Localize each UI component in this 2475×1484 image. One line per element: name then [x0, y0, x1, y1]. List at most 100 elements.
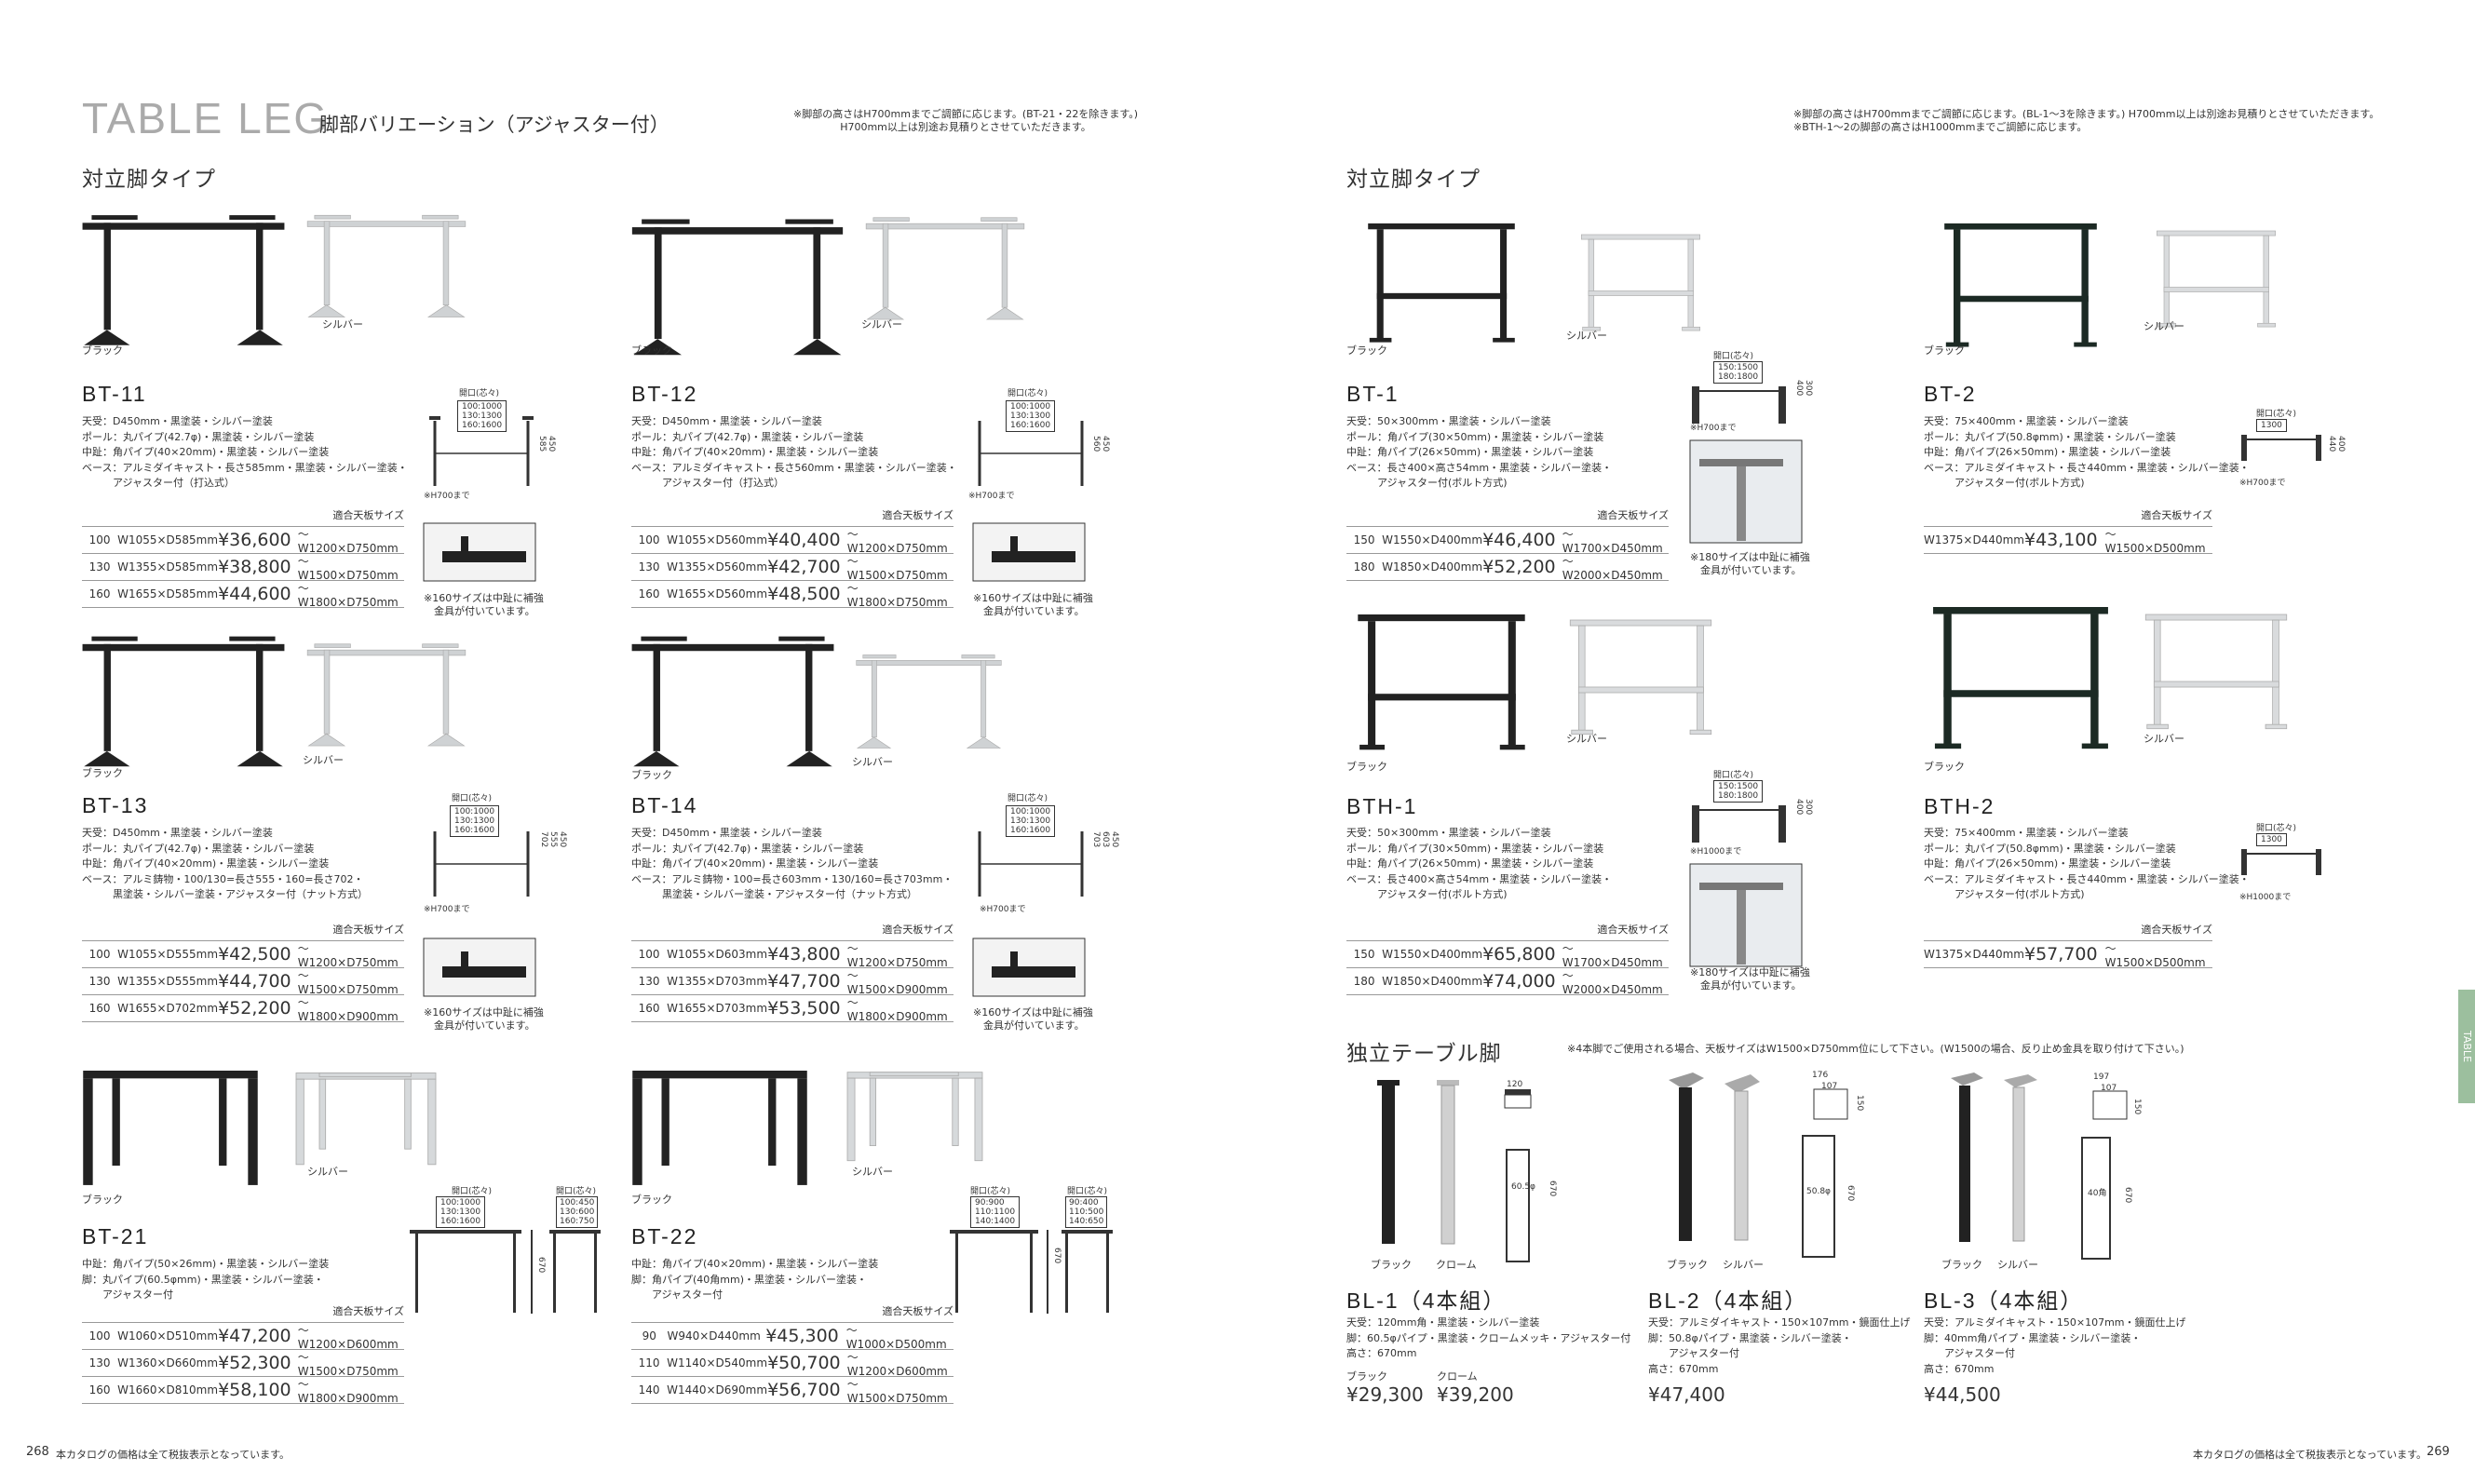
color-silver-label: シルバー [1723, 1259, 1764, 1271]
color-black-label: ブラック [1346, 761, 1387, 773]
bt22-diagram: 開口(芯々) 90:900 110:1100 140:1400 670 開口(芯… [950, 1187, 1136, 1317]
bth1-detail-image [1689, 863, 1803, 967]
bth2-spec: 天受：75×400mm・黒塗装・シルバー塗装 ポール：丸パイプ(50.8φmm)… [1924, 827, 2250, 900]
bth2-diagram: 開口(芯々) 1300 ※H1000まで [2239, 824, 2342, 903]
bt21-spec: 中趾：角パイプ(50×26mm)・黒塗装・シルバー塗装 脚：丸パイプ(60.5φ… [82, 1258, 330, 1301]
bth2-black-image [1933, 607, 2108, 749]
bth1-note: ※180サイズは中趾に補強 金具が付いています。 [1690, 966, 1810, 992]
bt11-spec: 天受：D450mm・黒塗装・シルバー塗装 ポール：丸パイプ(42.7φ)・黒塗装… [82, 415, 408, 489]
color-black-label: ブラック [1346, 1370, 1387, 1383]
bth1-black-image [1358, 614, 1525, 750]
bt11-black-image [82, 215, 285, 345]
independent-note: ※4本脚でご使用される場合、天板サイズはW1500×D750mm位にして下さい。… [1567, 1043, 2184, 1055]
bt2-spec: 天受：75×400mm・黒塗装・シルバー塗装 ポール：丸パイプ(50.8φmm)… [1924, 415, 2250, 489]
bt14-silver-image [856, 654, 1002, 749]
color-black-label: ブラック [1924, 344, 1965, 357]
bt14-black-image [631, 636, 834, 767]
bt12-detail-image [972, 522, 1086, 582]
color-chrome-label: クローム [1436, 1259, 1477, 1271]
bt22-silver-image [846, 1072, 983, 1162]
bt2-silver-image [2157, 230, 2276, 328]
color-black-label: ブラック [82, 344, 123, 357]
bt13-black-image [82, 636, 285, 767]
bt21-silver-image [295, 1073, 437, 1166]
bth1-code: BTH-1 [1346, 794, 1418, 818]
header-note-left: ※脚部の高さはH700mmまでご調節に応じます。(BT-21・22を除きます。)… [793, 108, 1139, 133]
bl2-spec: 天受：アルミダイキャスト・150×107mm・鏡面仕上げ 脚：50.8φパイプ・… [1648, 1316, 1911, 1375]
bl1-price-chrome: ¥39,200 [1437, 1383, 1514, 1406]
bl1-code: BL-1（4本組） [1346, 1288, 1507, 1313]
bt11-silver-image [306, 214, 467, 317]
bt22-spec: 中趾：角パイプ(40×20mm)・黒塗装・シルバー塗装 脚：角パイプ(40角mm… [631, 1258, 879, 1301]
bl1-price-black: ¥29,300 [1346, 1383, 1424, 1406]
bt13-detail-image [423, 938, 536, 997]
bt13-spec: 天受：D450mm・黒塗装・シルバー塗装 ポール：丸パイプ(42.7φ)・黒塗装… [82, 827, 369, 900]
color-silver-label: シルバー [1566, 330, 1607, 342]
color-silver-label: シルバー [2144, 320, 2184, 332]
color-black-label: ブラック [1346, 344, 1387, 357]
bt12-silver-image [865, 217, 1025, 320]
bt21-black-image [83, 1071, 258, 1185]
bth2-code: BTH-2 [1924, 794, 1995, 818]
bth2-price-table: 適合天板サイズ W1375×D440mm¥57,700～W1500×D500mm [1924, 924, 2212, 969]
bt12-diagram: 開口(芯々) 100:1000 130:1300 160:1600 450 56… [968, 389, 1110, 501]
bt14-detail-image [972, 938, 1086, 997]
bl3-spec: 天受：アルミダイキャスト・150×107mm・鏡面仕上げ 脚：40mm角パイプ・… [1924, 1316, 2186, 1375]
bt2-diagram: 開口(芯々) 1300 400 440 ※H700まで [2239, 410, 2346, 488]
bt1-diagram: 開口(芯々) 150:1500 180:1800 300 400 ※H700まで [1690, 352, 1813, 433]
bt1-detail-image [1689, 439, 1803, 544]
section-tab-table[interactable]: TABLE [2458, 990, 2475, 1103]
bt12-note: ※160サイズは中趾に補強 金具が付いています。 [973, 592, 1093, 617]
page-title: TABLE LEG [82, 94, 330, 142]
table-row: W1375×D440mm¥57,700～W1500×D500mm [1924, 940, 2212, 969]
bt11-code: BT-11 [82, 382, 147, 406]
color-silver-label: シルバー [1997, 1259, 2038, 1271]
bl3-code: BL-3（4本組） [1924, 1288, 2084, 1313]
color-black-label: ブラック [631, 1194, 672, 1206]
page-number-right: 269 [2427, 1445, 2450, 1459]
bl3-image [1951, 1073, 2037, 1242]
bt1-code: BT-1 [1346, 382, 1400, 406]
color-black-label: ブラック [1667, 1259, 1708, 1271]
footer-note-left: 本カタログの価格は全て税抜表示となっています。 [56, 1449, 291, 1461]
header-note-right: ※脚部の高さはH700mmまでご調節に応じます。(BL-1～3を除きます。) H… [1793, 108, 2380, 133]
color-chrome-label: クローム [1437, 1370, 1478, 1383]
bt1-silver-image [1581, 234, 1700, 331]
bt14-diagram: 開口(芯々) 100:1000 130:1300 160:1600 450 60… [978, 794, 1119, 914]
bth2-silver-image [2144, 614, 2288, 730]
section-title-independent: 独立テーブル脚 [1346, 1042, 1502, 1066]
color-silver-label: シルバー [322, 318, 363, 331]
page-subtitle: 脚部バリエーション（アジャスター付） [319, 114, 669, 136]
section-title-left: 対立脚タイプ [82, 168, 216, 192]
bt21-diagram: 開口(芯々) 100:1000 130:1300 160:1600 670 開口… [410, 1187, 601, 1317]
color-silver-label: シルバー [1566, 733, 1607, 745]
color-silver-label: シルバー [861, 318, 902, 331]
color-silver-label: シルバー [303, 754, 344, 766]
bt2-code: BT-2 [1924, 382, 1977, 406]
bl1-spec: 天受：120mm角・黒塗装・シルバー塗装 脚：60.5φパイプ・黒塗装・クローム… [1346, 1316, 1631, 1359]
color-black-label: ブラック [1924, 761, 1965, 773]
color-black-label: ブラック [1371, 1259, 1412, 1271]
bl2-diagram: 176 107 150 50.8φ 670 [1797, 1069, 1872, 1264]
color-silver-label: シルバー [852, 756, 893, 768]
section-title-right: 対立脚タイプ [1346, 168, 1481, 192]
bt11-note: ※160サイズは中趾に補強 金具が付いています。 [424, 592, 544, 617]
bt12-spec: 天受：D450mm・黒塗装・シルバー塗装 ポール：丸パイプ(42.7φ)・黒塗装… [631, 415, 957, 489]
bt1-black-image [1368, 223, 1515, 343]
